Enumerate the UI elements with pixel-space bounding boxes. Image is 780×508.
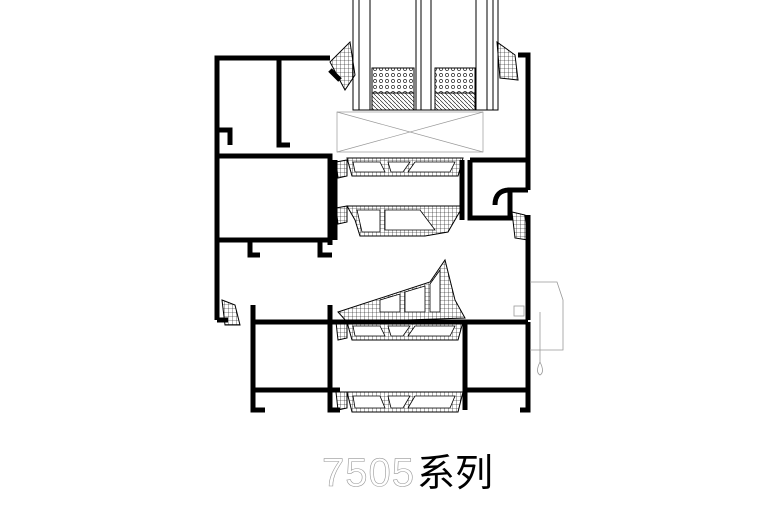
setting-block xyxy=(336,111,484,153)
series-label: 系列 xyxy=(416,451,493,495)
thermal-break-strips xyxy=(337,157,466,413)
drainage-cap xyxy=(513,281,564,376)
series-number: 7505 xyxy=(322,451,415,496)
insulated-glass-unit xyxy=(352,0,499,111)
strip-cavities xyxy=(352,161,456,409)
aluminum-frame-profiles xyxy=(214,52,531,413)
series-caption: 7505 系列 xyxy=(322,446,493,496)
gaskets xyxy=(221,40,529,411)
